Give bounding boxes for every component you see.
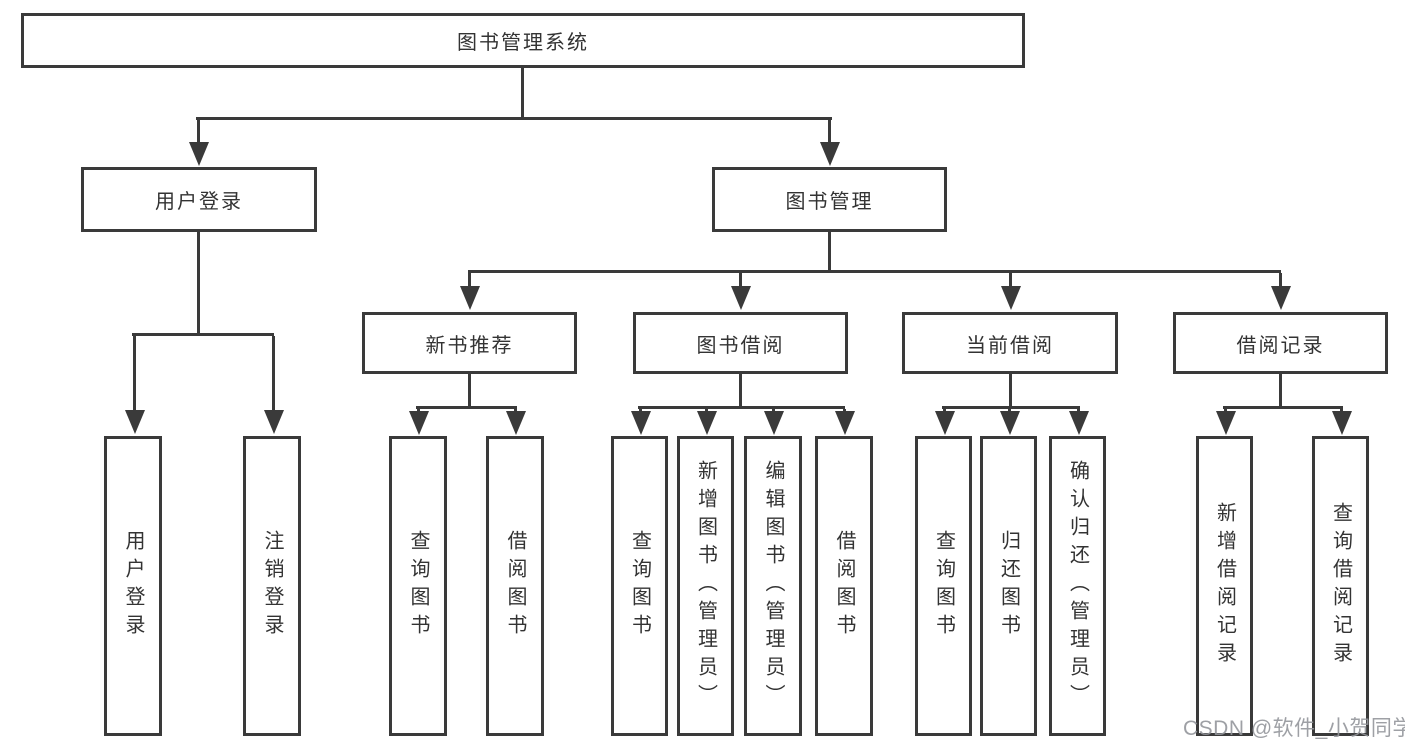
node-current-borrow: 当前借阅 [902,312,1118,374]
leaf-user-login: 用户登录 [104,436,162,736]
leaf-current-return-books: 归还图书 [980,436,1037,736]
connector-vline-user-login [197,232,200,334]
arrow-to-bb-edit [772,409,775,411]
arrow-to-leaf-logout [272,336,275,410]
arrow-to-book-borrow [739,273,742,286]
arrow-to-borrow-records [1279,273,1282,286]
arrow-to-current-borrow [1009,273,1012,286]
arrow-to-leaf-user-login [133,336,136,410]
arrow-to-bb-borrow [843,409,846,411]
arrow-to-br-query [1340,409,1343,411]
connector-vline-root [521,68,524,119]
arrow-to-nb-query [417,409,420,411]
connector-vline-borrow-records [1279,374,1282,407]
connector-vline-book-borrow [739,374,742,407]
leaf-borrow-edit-books-admin: 编辑图书（管理员） [744,436,802,736]
leaf-newbook-borrow-books: 借阅图书 [486,436,544,736]
node-user-login: 用户登录 [81,167,317,232]
arrow-to-book-management [828,120,831,142]
leaf-records-query-record: 查询借阅记录 [1312,436,1369,736]
connector-hline-root [196,117,832,120]
connector-vline-new-book [468,374,471,407]
node-borrow-records: 借阅记录 [1173,312,1388,374]
leaf-borrow-query-books: 查询图书 [611,436,668,736]
leaf-current-query-books: 查询图书 [915,436,972,736]
connector-hline-book-management [468,270,1281,273]
arrow-to-cb-return [1008,409,1011,411]
leaf-current-confirm-return-admin: 确认归还（管理员） [1049,436,1106,736]
arrow-to-cb-query [943,409,946,411]
connector-hline-user-login [132,333,274,336]
leaf-newbook-query-books: 查询图书 [389,436,447,736]
connector-vline-book-management [828,232,831,272]
arrow-to-nb-borrow [514,409,517,411]
node-book-borrow: 图书借阅 [633,312,848,374]
leaf-logout: 注销登录 [243,436,301,736]
arrow-to-bb-add [705,409,708,411]
arrow-to-bb-query [639,409,642,411]
node-root-system: 图书管理系统 [21,13,1025,68]
arrow-to-user-login [197,120,200,142]
connector-hline-borrow-records [1223,406,1343,409]
connector-hline-book-borrow [638,406,845,409]
arrow-to-br-add [1224,409,1227,411]
leaf-borrow-borrow-books: 借阅图书 [815,436,873,736]
arrow-to-new-book-recommend [468,273,471,286]
watermark: CSDN @软件_小贺同学 [1183,717,1405,740]
node-new-book-recommend: 新书推荐 [362,312,577,374]
leaf-borrow-add-books-admin: 新增图书（管理员） [677,436,734,736]
connector-vline-current-borrow [1009,374,1012,407]
leaf-records-add-record: 新增借阅记录 [1196,436,1253,736]
node-book-management: 图书管理 [712,167,947,232]
arrow-to-cb-confirm [1077,409,1080,411]
connector-hline-new-book [416,406,517,409]
connector-hline-current-borrow [942,406,1080,409]
